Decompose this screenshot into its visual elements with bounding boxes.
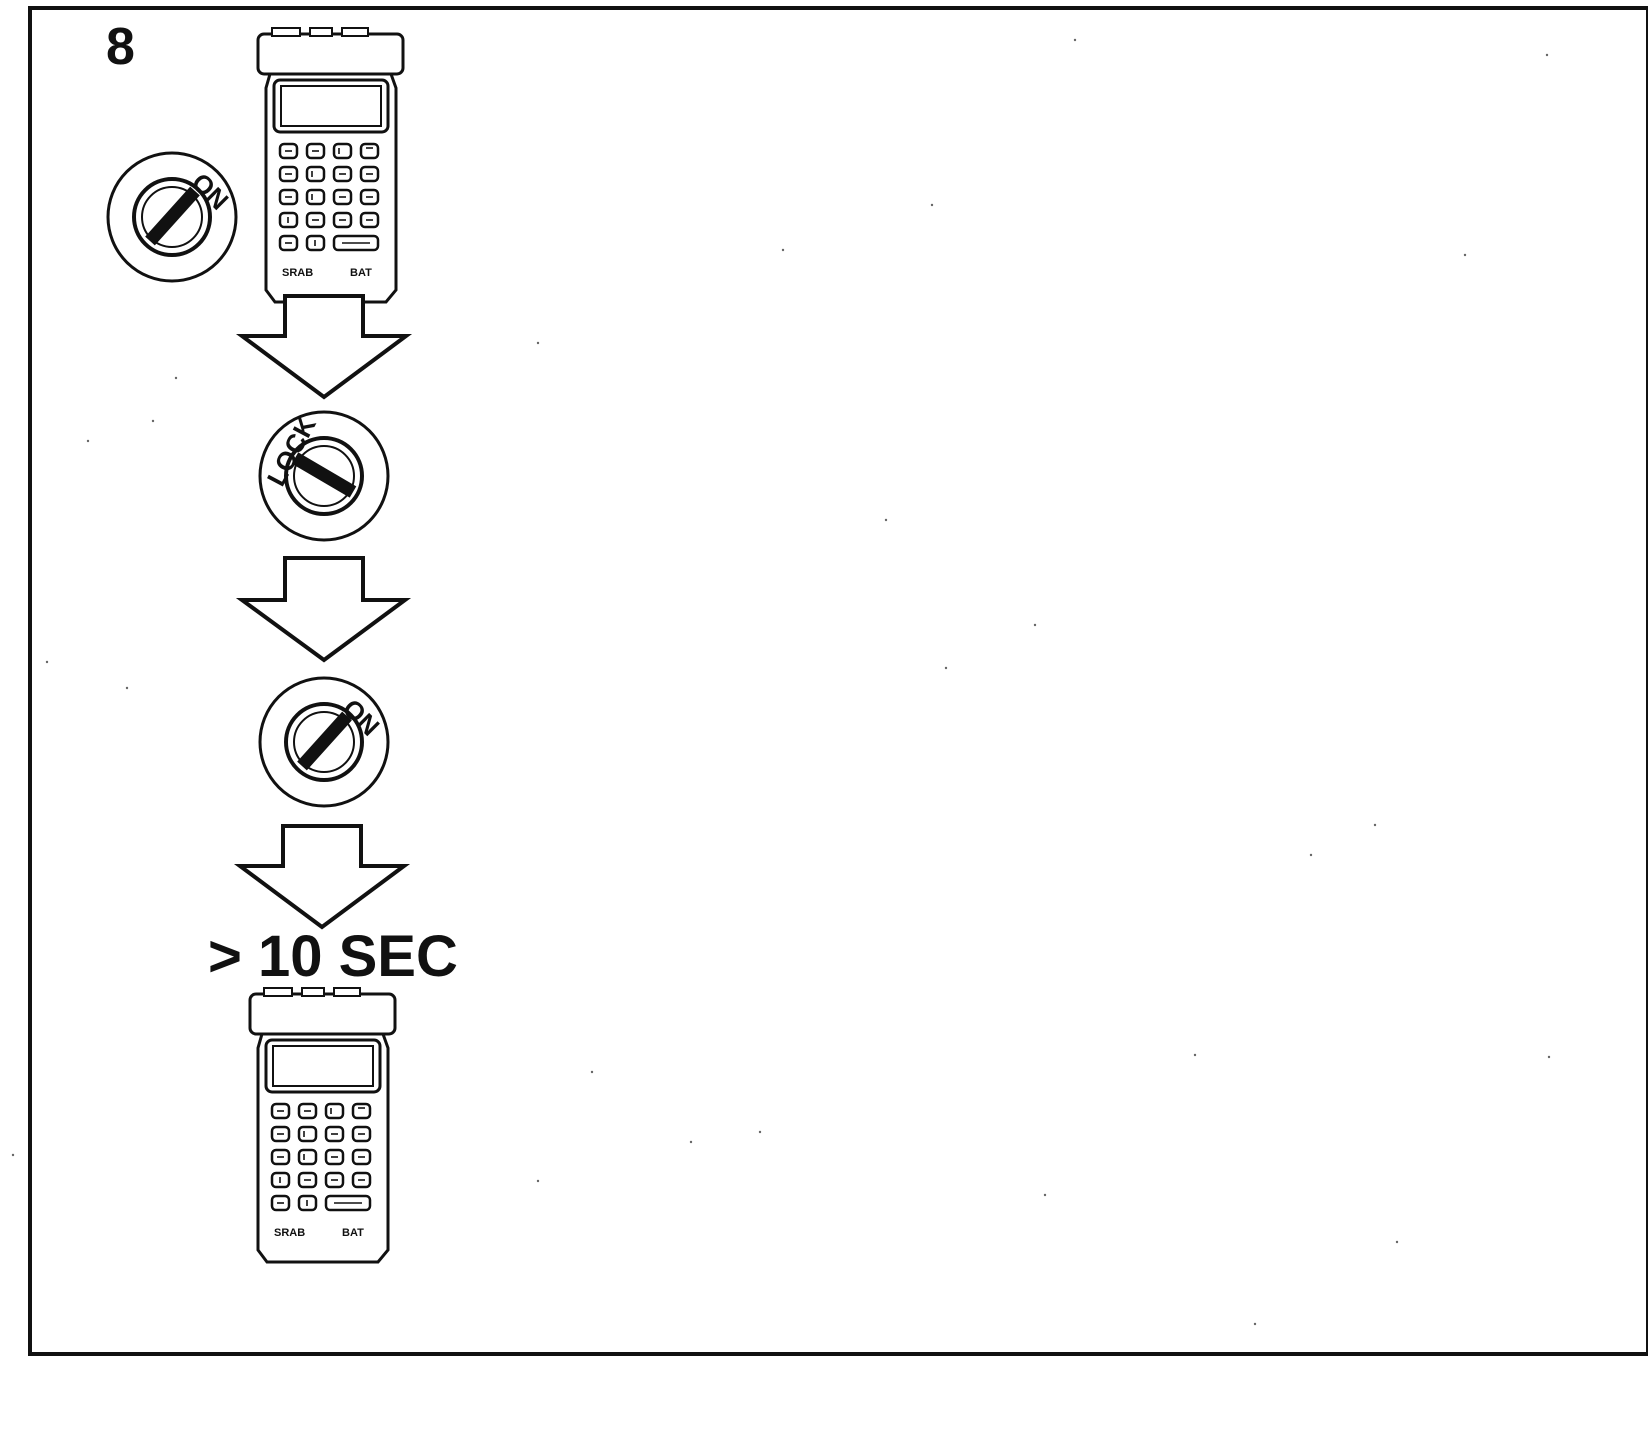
down-arrow-icon bbox=[235, 556, 412, 663]
device-label-right: BAT bbox=[342, 1227, 364, 1239]
handheld-unit-top: SRAB BAT bbox=[256, 26, 405, 304]
keyswitch-lock-icon: LOCK bbox=[258, 410, 390, 542]
step-number: 8 bbox=[106, 18, 135, 76]
wait-duration-label: > 10 SEC bbox=[208, 924, 458, 989]
device-label-right: BAT bbox=[350, 267, 372, 279]
keyswitch-on-icon: ON bbox=[106, 151, 238, 283]
device-label-left: SRAB bbox=[282, 267, 313, 279]
handheld-unit-bottom: SRAB BAT bbox=[248, 986, 397, 1264]
device-label-left: SRAB bbox=[274, 1227, 305, 1239]
down-arrow-icon bbox=[235, 294, 413, 400]
panel-frame bbox=[28, 6, 1648, 1356]
scan-noise bbox=[11, 38, 1551, 1326]
keyswitch-on-icon: ON bbox=[258, 676, 390, 808]
down-arrow-icon bbox=[233, 824, 411, 930]
